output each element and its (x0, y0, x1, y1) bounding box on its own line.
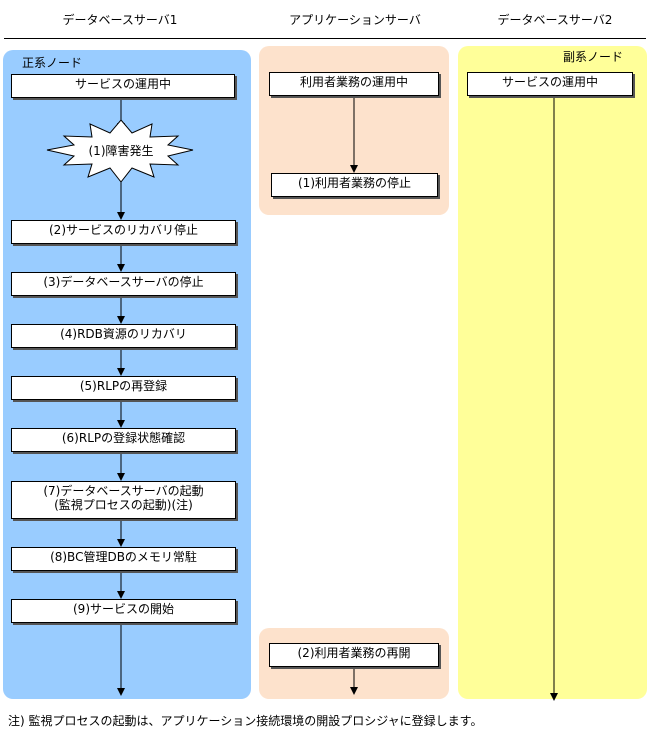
step-label: (3)データベースサーバの停止 (43, 275, 204, 289)
db2-panel (458, 46, 647, 699)
step-label: (2)サービスのリカバリ停止 (49, 223, 198, 237)
step-label: (5)RLPの再登録 (79, 379, 168, 393)
step-box: (2)サービスのリカバリ停止 (11, 220, 236, 244)
step-label: (4)RDB資源のリカバリ (60, 327, 187, 341)
column-header-app: アプリケーションサーバ (289, 13, 421, 27)
column-header-db1: データベースサーバ1 (62, 13, 178, 27)
db1-running-box: サービスの運用中 (11, 74, 235, 98)
db1-running-label: サービスの運用中 (74, 77, 171, 91)
step-label: (6)RLPの登録状態確認 (61, 431, 186, 445)
app-stop-label: (1)利用者業務の停止 (298, 176, 411, 190)
fault-burst-icon (46, 119, 194, 183)
step-box: (6)RLPの登録状態確認 (11, 428, 236, 452)
step-box: (5)RLPの再登録 (11, 376, 236, 400)
step-box: (9)サービスの開始 (11, 599, 236, 623)
step-box: (4)RDB資源のリカバリ (11, 324, 236, 348)
step-label: (8)BC管理DBのメモリ常駐 (50, 550, 197, 564)
app-running-box: 利用者業務の運用中 (269, 72, 439, 96)
db2-running-box: サービスの運用中 (467, 72, 633, 96)
app-running-label: 利用者業務の運用中 (299, 75, 408, 89)
column-header-db2: データベースサーバ2 (497, 13, 613, 27)
step-box: (3)データベースサーバの停止 (11, 272, 236, 296)
step-label: (9)サービスの開始 (73, 602, 174, 616)
primary-node-label: 正系ノード (22, 56, 83, 70)
footnote: 注) 監視プロセスの起動は、アプリケーション接続環境の開設プロシジャに登録します… (8, 714, 483, 728)
step-label: (7)データベースサーバの起動 (43, 484, 204, 498)
db2-running-label: サービスの運用中 (501, 75, 598, 89)
app-stop-box: (1)利用者業務の停止 (271, 173, 438, 197)
app-resume-box: (2)利用者業務の再開 (269, 643, 439, 667)
secondary-node-label: 副系ノード (563, 50, 624, 64)
fault-label: (1)障害発生 (88, 144, 154, 158)
header-divider (4, 38, 646, 39)
step-label-note: (監視プロセスの起動)(注) (54, 498, 193, 512)
step-box: (8)BC管理DBのメモリ常駐 (11, 547, 236, 571)
step-box: (7)データベースサーバの起動 (監視プロセスの起動)(注) (11, 481, 236, 519)
app-resume-label: (2)利用者業務の再開 (297, 646, 411, 660)
